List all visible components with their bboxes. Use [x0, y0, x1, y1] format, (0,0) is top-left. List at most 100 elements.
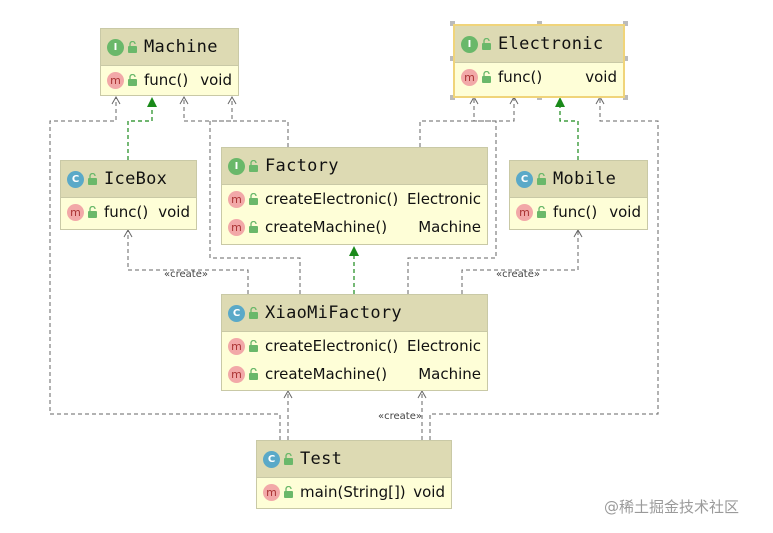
- create-label: «create»: [164, 269, 208, 280]
- method-row[interactable]: m createElectronic() Electronic: [222, 332, 487, 360]
- class-name: XiaoMiFactory: [265, 303, 402, 323]
- class-box-factory[interactable]: I Factory m createElectronic() Electroni…: [221, 147, 488, 245]
- method-row[interactable]: m createElectronic() Electronic: [222, 185, 487, 213]
- class-box-xiaomifactory[interactable]: C XiaoMiFactory m createElectronic() Ele…: [221, 294, 488, 391]
- edge-factory-machine: [183, 97, 289, 147]
- method-signature: createElectronic(): [265, 190, 399, 208]
- lock-icon: [249, 307, 258, 319]
- selection-handle: [450, 56, 455, 61]
- method-return-type: Machine: [418, 365, 481, 383]
- class-header: I Machine: [101, 29, 238, 66]
- lock-icon: [128, 41, 137, 53]
- arrowhead: [179, 95, 189, 105]
- arrowhead: [227, 95, 237, 105]
- class-name: IceBox: [104, 169, 168, 189]
- method-row[interactable]: m func() void: [455, 63, 623, 91]
- lock-icon: [537, 173, 546, 185]
- edge-factory-electronic: [419, 97, 515, 147]
- class-icon: C: [67, 170, 84, 188]
- runnable-class-icon: C: [263, 450, 280, 468]
- interface-icon: I: [228, 157, 245, 175]
- class-header: C Test: [257, 441, 451, 478]
- lock-icon: [88, 206, 97, 218]
- method-signature: createMachine(): [265, 365, 388, 383]
- method-icon: m: [67, 203, 84, 221]
- create-label: «create»: [378, 411, 422, 422]
- lock-icon: [482, 38, 491, 50]
- method-return-type: void: [200, 71, 232, 89]
- lock-icon: [284, 486, 293, 498]
- class-name: Factory: [265, 156, 339, 176]
- edge-test-machine: [49, 97, 281, 440]
- interface-icon: I: [107, 38, 124, 56]
- selection-handle: [623, 95, 628, 100]
- create-label: «create»: [496, 269, 540, 280]
- method-signature: main(String[]): [300, 483, 406, 501]
- arrowhead: [123, 228, 133, 238]
- edge-xiaomi-machine: [209, 97, 301, 294]
- lock-icon: [482, 71, 491, 83]
- edge-xiaomi-electronic: [407, 97, 497, 294]
- method-icon: m: [228, 337, 245, 355]
- lock-icon: [537, 206, 546, 218]
- interface-icon: I: [461, 35, 478, 53]
- arrowhead: [283, 389, 293, 399]
- lock-icon: [128, 74, 137, 86]
- class-box-icebox[interactable]: C IceBox m func() void: [60, 160, 197, 230]
- class-icon: C: [516, 170, 533, 188]
- method-return-type: Machine: [418, 218, 481, 236]
- method-row[interactable]: m func() void: [510, 198, 647, 226]
- method-return-type: void: [413, 483, 445, 501]
- class-header: C Mobile: [510, 161, 647, 198]
- impl-arrowhead: [147, 97, 157, 107]
- class-header: C XiaoMiFactory: [222, 295, 487, 332]
- method-signature: func(): [144, 71, 189, 89]
- lock-icon: [284, 453, 293, 465]
- class-box-mobile[interactable]: C Mobile m func() void: [509, 160, 648, 230]
- method-icon: m: [228, 365, 245, 383]
- class-name: Machine: [144, 37, 218, 57]
- lock-icon: [249, 340, 258, 352]
- method-icon: m: [516, 203, 533, 221]
- method-row[interactable]: m func() void: [101, 66, 238, 94]
- method-signature: func(): [104, 203, 149, 221]
- method-return-type: void: [585, 68, 617, 86]
- impl-arrowhead: [555, 97, 565, 107]
- watermark: @稀土掘金技术社区: [604, 498, 740, 516]
- method-return-type: void: [158, 203, 190, 221]
- arrowhead: [417, 389, 427, 399]
- class-header: C IceBox: [61, 161, 196, 198]
- selection-handle: [623, 21, 628, 26]
- impl-icebox-machine: [127, 106, 153, 160]
- impl-mobile-electronic: [559, 106, 579, 160]
- lock-icon: [88, 173, 97, 185]
- method-return-type: Electronic: [407, 190, 481, 208]
- static-method-icon: m: [263, 483, 280, 501]
- method-row[interactable]: m createMachine() Machine: [222, 360, 487, 388]
- selection-handle: [623, 56, 628, 61]
- arrowhead: [573, 228, 583, 238]
- impl-arrowhead: [349, 246, 359, 256]
- class-header: I Factory: [222, 148, 487, 185]
- class-name: Mobile: [553, 169, 617, 189]
- method-signature: func(): [498, 68, 543, 86]
- method-signature: createMachine(): [265, 218, 388, 236]
- method-row[interactable]: m main(String[]) void: [257, 478, 451, 506]
- method-row[interactable]: m createMachine() Machine: [222, 213, 487, 241]
- class-box-machine[interactable]: I Machine m func() void: [100, 28, 239, 96]
- method-icon: m: [228, 218, 245, 236]
- method-return-type: void: [609, 203, 641, 221]
- edge-test-electronic: [429, 97, 659, 440]
- edge-xiaomi-icebox: [127, 230, 249, 294]
- selection-handle: [450, 21, 455, 26]
- class-box-electronic[interactable]: I Electronic m func() void: [453, 24, 625, 98]
- lock-icon: [249, 368, 258, 380]
- class-icon: C: [228, 304, 245, 322]
- method-row[interactable]: m func() void: [61, 198, 196, 226]
- method-return-type: Electronic: [407, 337, 481, 355]
- method-signature: func(): [553, 203, 598, 221]
- class-box-test[interactable]: C Test m main(String[]) void: [256, 440, 452, 509]
- selection-handle: [450, 95, 455, 100]
- method-signature: createElectronic(): [265, 337, 399, 355]
- class-name: Test: [300, 449, 343, 469]
